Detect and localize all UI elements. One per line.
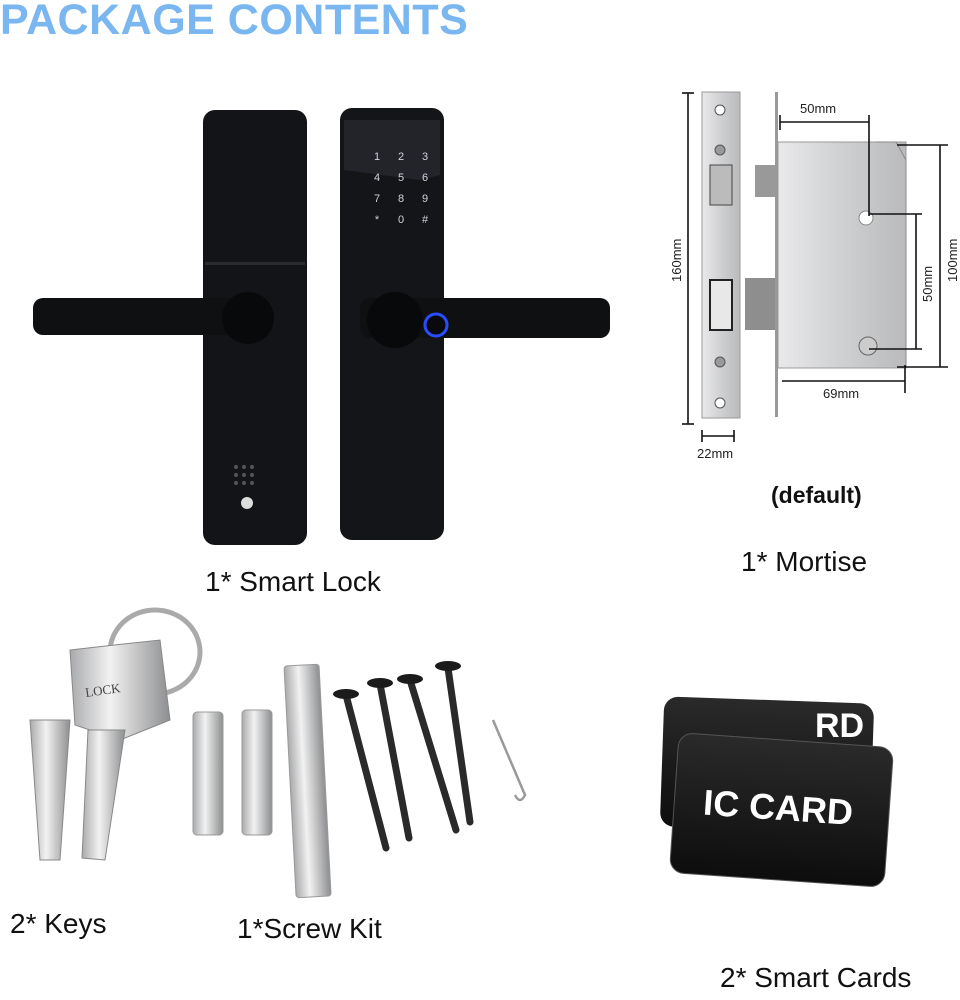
keypad-key[interactable]: *	[375, 214, 380, 226]
smart-cards-caption: 2* Smart Cards	[720, 962, 912, 993]
fingerprint-sensor-icon	[423, 312, 449, 338]
dimension-label: 160mm	[669, 239, 684, 282]
back-card-label: RD	[815, 707, 864, 745]
smart-lock-front-panel: 1 2 3 4 5 6 7 8 9 * 0 #	[340, 108, 610, 540]
dimension-label: 50mm	[800, 101, 836, 116]
dimension-label: 22mm	[697, 446, 733, 461]
keypad-key[interactable]: 8	[398, 193, 404, 205]
keypad: 1 2 3 4 5 6 7 8 9 * 0 #	[374, 151, 429, 226]
keypad-key[interactable]: 6	[422, 172, 428, 184]
keyhole-icon	[241, 497, 253, 509]
page-title: PACKAGE CONTENTS	[0, 0, 469, 44]
mortise-default-note: (default)	[771, 482, 862, 508]
keypad-key[interactable]: 7	[374, 193, 380, 205]
keys-caption: 2* Keys	[10, 908, 107, 939]
screw-kit-illustration	[192, 661, 527, 899]
key-engraving: LOCK	[84, 680, 122, 700]
keypad-key[interactable]: 9	[422, 193, 428, 205]
mortise-caption: 1* Mortise	[741, 546, 868, 577]
dimension-label: 50mm	[920, 266, 935, 302]
keypad-key[interactable]: 1	[374, 151, 380, 163]
keypad-key[interactable]: 4	[374, 172, 380, 184]
speaker-grille	[234, 465, 254, 485]
screw-kit-caption: 1*Screw Kit	[237, 913, 382, 944]
dimension-label: 100mm	[945, 239, 960, 282]
keypad-key[interactable]: #	[422, 214, 429, 226]
dimension-label: 69mm	[823, 386, 859, 401]
smart-cards-illustration: RD IC CARD	[660, 696, 894, 887]
keypad-key[interactable]: 3	[422, 151, 428, 163]
keypad-key[interactable]: 5	[398, 172, 404, 184]
keys-illustration: LOCK	[29, 607, 203, 861]
keypad-key[interactable]: 2	[398, 151, 404, 163]
keypad-key[interactable]: 0	[398, 214, 404, 226]
smart-lock-caption: 1* Smart Lock	[205, 566, 381, 597]
smart-lock-back-panel	[33, 110, 307, 545]
mortise-diagram: 50mm 160mm 100mm 50mm 69mm 22mm	[669, 91, 960, 461]
